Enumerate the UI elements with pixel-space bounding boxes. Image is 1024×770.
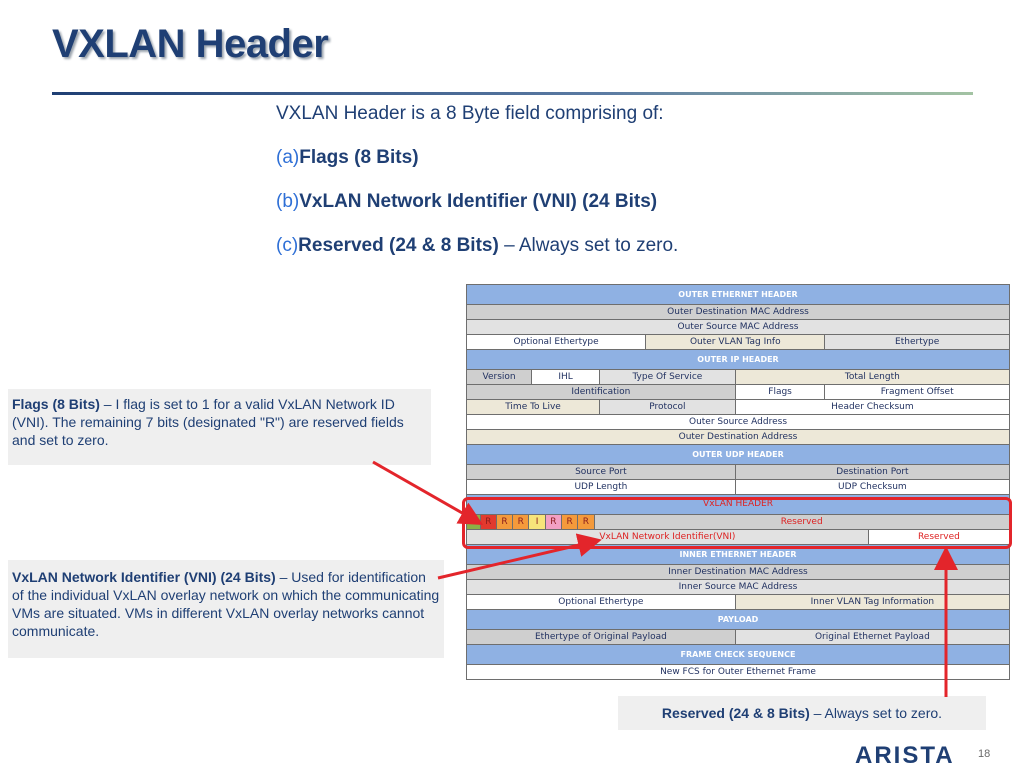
item-text: VxLAN Network Identifier (VNI) (24 Bits) (299, 191, 658, 212)
udp-ports-row: Source Port Destination Port (466, 465, 1010, 480)
field-cell: Outer VLAN Tag Info (646, 335, 826, 350)
intro-item-a: (a)Flags (8 Bits) (276, 146, 836, 170)
flag-bit: R (513, 515, 530, 530)
ip-identification-row: Identification Flags Fragment Offset (466, 385, 1010, 400)
intro-item-b: (b)VxLAN Network Identifier (VNI) (24 Bi… (276, 190, 836, 214)
flag-bit: R (561, 515, 579, 530)
inner-src-mac-row: Inner Source MAC Address (466, 580, 1010, 595)
callout-text: – Always set to zero. (809, 705, 943, 721)
section-header: OUTER IP HEADER (467, 350, 1010, 370)
outer-src-addr-row: Outer Source Address (466, 415, 1010, 430)
field-cell: New FCS for Outer Ethernet Frame (467, 665, 1010, 680)
item-label: (b) (276, 191, 300, 212)
vni-arrow (437, 533, 602, 580)
payload-header-row: PAYLOAD (466, 610, 1010, 630)
field-cell: Type Of Service (600, 370, 736, 385)
field-cell: Destination Port (735, 465, 1010, 480)
outer-ip-header-row: OUTER IP HEADER (466, 350, 1010, 370)
field-cell: Inner VLAN Tag Information (735, 595, 1010, 610)
field-cell: Optional Ethertype (467, 335, 647, 350)
udp-length-row: UDP Length UDP Checksum (466, 480, 1010, 495)
field-cell: Inner Source MAC Address (467, 580, 1010, 595)
item-label: (a) (276, 147, 300, 168)
reserved-callout: Reserved (24 & 8 Bits) – Always set to z… (618, 696, 986, 730)
section-header: OUTER UDP HEADER (467, 445, 1010, 465)
intro-line: VXLAN Header is a 8 Byte field comprisin… (276, 103, 664, 124)
outer-src-mac-row: Outer Source MAC Address (466, 320, 1010, 335)
field-cell: UDP Length (467, 480, 736, 495)
field-cell: Ethertype of Original Payload (467, 630, 736, 645)
payload-row: Ethertype of Original Payload Original E… (466, 630, 1010, 645)
callout-title: VxLAN Network Identifier (VNI) (24 Bits) (12, 569, 276, 585)
field-cell: Total Length (735, 370, 1010, 385)
callout-title: Flags (8 Bits) (12, 396, 100, 412)
inner-ethernet-header-row: INNER ETHERNET HEADER (466, 545, 1010, 565)
field-cell: Protocol (600, 400, 736, 415)
flag-bit: R (545, 515, 562, 530)
callout-title: Reserved (24 & 8 Bits) (661, 705, 810, 721)
flag-bit: R (578, 515, 595, 530)
section-header: FRAME CHECK SEQUENCE (467, 645, 1010, 665)
fcs-row: New FCS for Outer Ethernet Frame (466, 665, 1010, 680)
field-cell: Time To Live (467, 400, 601, 415)
outer-udp-header-row: OUTER UDP HEADER (466, 445, 1010, 465)
field-cell: Outer Source MAC Address (467, 320, 1010, 335)
intro-item-c: (c)Reserved (24 & 8 Bits) – Always set t… (276, 234, 836, 258)
field-cell: IHL (532, 370, 601, 385)
item-text: Flags (8 Bits) (299, 147, 419, 168)
callout-text: – Used for identification of the individ… (12, 569, 440, 639)
flags-arrow (372, 460, 484, 525)
field-cell: Fragment Offset (825, 385, 1010, 400)
outer-ethernet-header-row: OUTER ETHERNET HEADER (466, 284, 1010, 305)
section-header: OUTER ETHERNET HEADER (467, 285, 1010, 305)
vxlan-flags-row: R R R R I R R R Reserved (466, 515, 1010, 530)
page-number: 18 (978, 748, 991, 760)
field-cell: Identification (467, 385, 736, 400)
section-header: INNER ETHERNET HEADER (467, 545, 1010, 565)
slide-title: VXLAN Header (52, 22, 329, 66)
outer-dst-addr-row: Outer Destination Address (466, 430, 1010, 445)
title-divider (52, 92, 973, 95)
vxlan-frame-diagram: OUTER ETHERNET HEADER Outer Destination … (466, 284, 1010, 680)
inner-vlan-row: Optional Ethertype Inner VLAN Tag Inform… (466, 595, 1010, 610)
item-suffix: – Always set to zero. (498, 235, 679, 256)
field-cell: VxLAN Network Identifier(VNI) (467, 530, 869, 545)
outer-dst-mac-row: Outer Destination MAC Address (466, 305, 1010, 320)
flags-callout: Flags (8 Bits) – I flag is set to 1 for … (8, 389, 431, 465)
vni-row: VxLAN Network Identifier(VNI) Reserved (466, 530, 1010, 545)
item-text: Reserved (24 & 8 Bits) (298, 235, 499, 256)
field-cell: Header Checksum (735, 400, 1010, 415)
section-header: PAYLOAD (467, 610, 1010, 630)
field-cell: UDP Checksum (735, 480, 1010, 495)
field-cell: Outer Destination Address (467, 430, 1010, 445)
field-cell: Flags (735, 385, 826, 400)
field-cell: Inner Destination MAC Address (467, 565, 1010, 580)
field-cell: Outer Destination MAC Address (467, 305, 1010, 320)
callout-text: – I flag is set to 1 for a valid VxLAN N… (12, 396, 404, 448)
flag-bit: R (480, 515, 497, 530)
field-cell: Outer Source Address (467, 415, 1010, 430)
field-cell: Original Ethernet Payload (735, 630, 1010, 645)
field-cell: Version (467, 370, 533, 385)
ip-ttl-row: Time To Live Protocol Header Checksum (466, 400, 1010, 415)
field-cell: Source Port (467, 465, 736, 480)
outer-vlan-row: Optional Ethertype Outer VLAN Tag Info E… (466, 335, 1010, 350)
field-cell: Ethertype (825, 335, 1010, 350)
flag-bit: I (529, 515, 546, 530)
item-label: (c) (276, 235, 299, 256)
fcs-header-row: FRAME CHECK SEQUENCE (466, 645, 1010, 665)
flag-bit: R (496, 515, 514, 530)
field-cell: Optional Ethertype (467, 595, 736, 610)
ip-version-row: Version IHL Type Of Service Total Length (466, 370, 1010, 385)
vni-callout: VxLAN Network Identifier (VNI) (24 Bits)… (8, 560, 444, 658)
arista-logo: ARISTA (855, 742, 955, 769)
intro-text: VXLAN Header is a 8 Byte field comprisin… (276, 102, 836, 278)
